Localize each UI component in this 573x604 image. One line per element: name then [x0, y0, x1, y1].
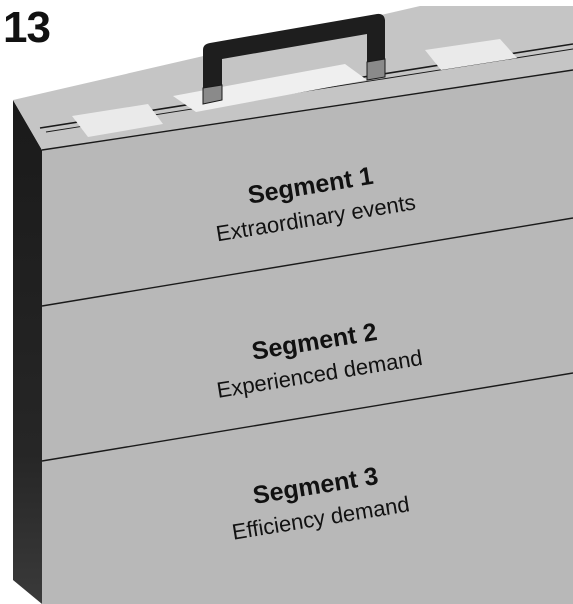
case-side-panel: [13, 100, 42, 604]
segment-divider-2: [41, 372, 573, 462]
case-front-face: [42, 70, 573, 604]
lid-label-right: [425, 39, 517, 70]
case-front-top-edge: [41, 69, 573, 151]
figure-number: 13: [3, 3, 51, 52]
case-handle: [202, 13, 386, 105]
segment-divider-1: [41, 217, 573, 307]
lid-label-left: [72, 104, 163, 137]
